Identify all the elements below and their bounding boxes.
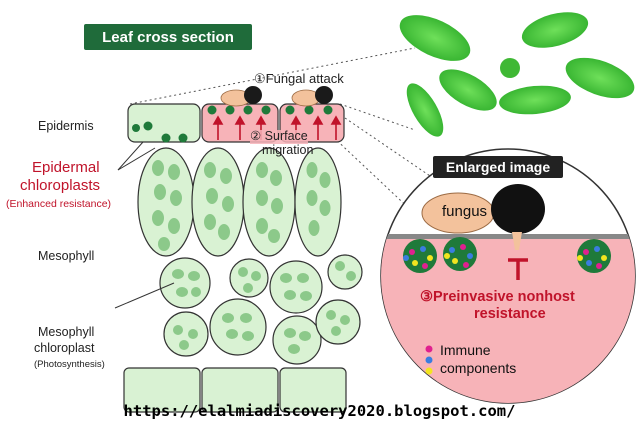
mesophyll-chloroplast-label-2: chloroplast <box>34 341 95 355</box>
mesophyll-label: Mesophyll <box>38 249 95 263</box>
mesophyll-chloroplasts-lower <box>172 261 356 354</box>
inhibition-icon <box>508 258 528 280</box>
epidermal-chloroplasts-label-2: chloroplasts <box>20 177 101 194</box>
source-url[interactable]: https://elalmiadiscovery2020.blogspot.co… <box>123 402 516 420</box>
immune-label-2: components <box>440 360 517 376</box>
enlarged-circle <box>380 148 636 404</box>
epidermal-pointer <box>117 141 144 171</box>
preinvasive-label-1: ③Preinvasive nonhost <box>420 289 575 305</box>
fungal-attack-label: ①Fungal attack <box>254 71 344 86</box>
mesophyll-chloroplasts-upper <box>152 160 331 251</box>
mesophyll-spongy <box>159 254 363 365</box>
surface-migration-label-1: ② Surface <box>250 129 308 144</box>
diagram-title: Leaf cross section <box>84 24 252 50</box>
epidermis-layer <box>127 103 345 143</box>
fungus-small <box>220 86 333 107</box>
enlarge-line-1 <box>329 133 416 215</box>
legend-dot-blue <box>425 356 433 364</box>
enlarged-image-title: Enlarged image <box>433 156 563 178</box>
mesophyll-palisade <box>137 147 342 257</box>
zoom-line-right <box>339 103 416 131</box>
legend-dot-magenta <box>425 345 433 353</box>
zoom-line-left <box>129 47 416 105</box>
epidermis-label: Epidermis <box>38 119 94 133</box>
surface-migration-label-2: migration <box>262 143 314 157</box>
plant-rosette <box>399 12 635 137</box>
mesophyll-chloroplast-label-1: Mesophyll <box>38 325 95 339</box>
enhanced-resistance-label: (Enhanced resistance) <box>6 198 112 210</box>
mesophyll-pointer <box>114 282 175 309</box>
legend-dot-yellow <box>425 367 433 375</box>
immune-label-1: Immune <box>440 342 491 358</box>
fungus-label: fungus <box>442 203 488 220</box>
lower-epidermis <box>123 367 347 413</box>
enlarged-chloroplasts <box>403 237 611 273</box>
epidermal-chloroplasts-label-1: Epidermal <box>32 159 100 176</box>
immune-dots <box>403 244 607 269</box>
preinvasive-label-2: resistance <box>474 306 546 322</box>
enlarge-line-2 <box>344 117 437 181</box>
photosynthesis-label: (Photosynthesis) <box>34 359 105 370</box>
